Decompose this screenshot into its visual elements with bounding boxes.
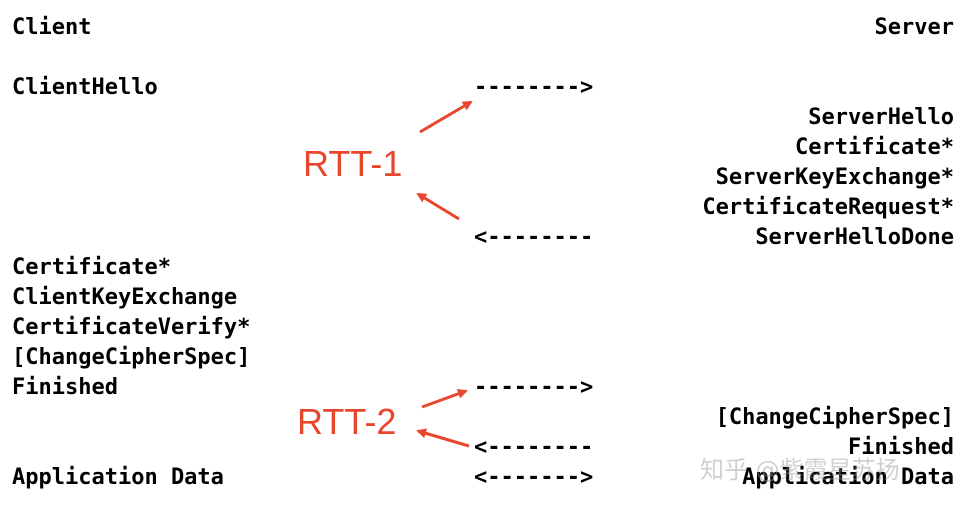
client-change-cipher-spec-label: [ChangeCipherSpec] xyxy=(12,345,251,370)
rtt-1-outbound-arrow xyxy=(419,100,473,134)
server-hello-label: ServerHello xyxy=(808,105,954,130)
client-application-data-label: Application Data xyxy=(12,465,224,490)
rtt-1-label: RTT-1 xyxy=(303,143,403,184)
server-key-exchange-label: ServerKeyExchange* xyxy=(715,165,954,190)
client-hello-label: ClientHello xyxy=(12,75,158,100)
server-certificate-label: Certificate* xyxy=(795,135,954,160)
rtt-2-return-arrow xyxy=(416,428,470,448)
watermark-text: 知乎 @紫霞星苏扬 xyxy=(700,456,900,484)
server-change-cipher-spec-label: [ChangeCipherSpec] xyxy=(715,405,954,430)
server-hello-done-label: ServerHelloDone xyxy=(755,225,954,250)
client-header: Client xyxy=(12,15,92,40)
client-finished-label: Finished xyxy=(12,375,118,400)
arrow-bidirectional: <-------> xyxy=(474,465,594,490)
rtt-2-outbound-arrow xyxy=(421,389,468,409)
arrow-to-client-2: <-------- xyxy=(474,435,594,460)
arrow-to-client-1: <-------- xyxy=(474,225,594,250)
rtt-1-return-arrow xyxy=(416,192,460,221)
certificate-verify-label: CertificateVerify* xyxy=(12,315,251,340)
client-key-exchange-label: ClientKeyExchange xyxy=(12,285,238,310)
certificate-request-label: CertificateRequest* xyxy=(702,195,954,220)
server-finished-label: Finished xyxy=(848,435,954,460)
server-header: Server xyxy=(874,15,954,40)
arrow-to-server-1: --------> xyxy=(474,75,594,100)
server-application-data-label: Application Data xyxy=(742,465,954,490)
arrow-to-server-2: --------> xyxy=(474,375,594,400)
rtt-2-label: RTT-2 xyxy=(297,401,397,442)
client-certificate-label: Certificate* xyxy=(12,255,171,280)
